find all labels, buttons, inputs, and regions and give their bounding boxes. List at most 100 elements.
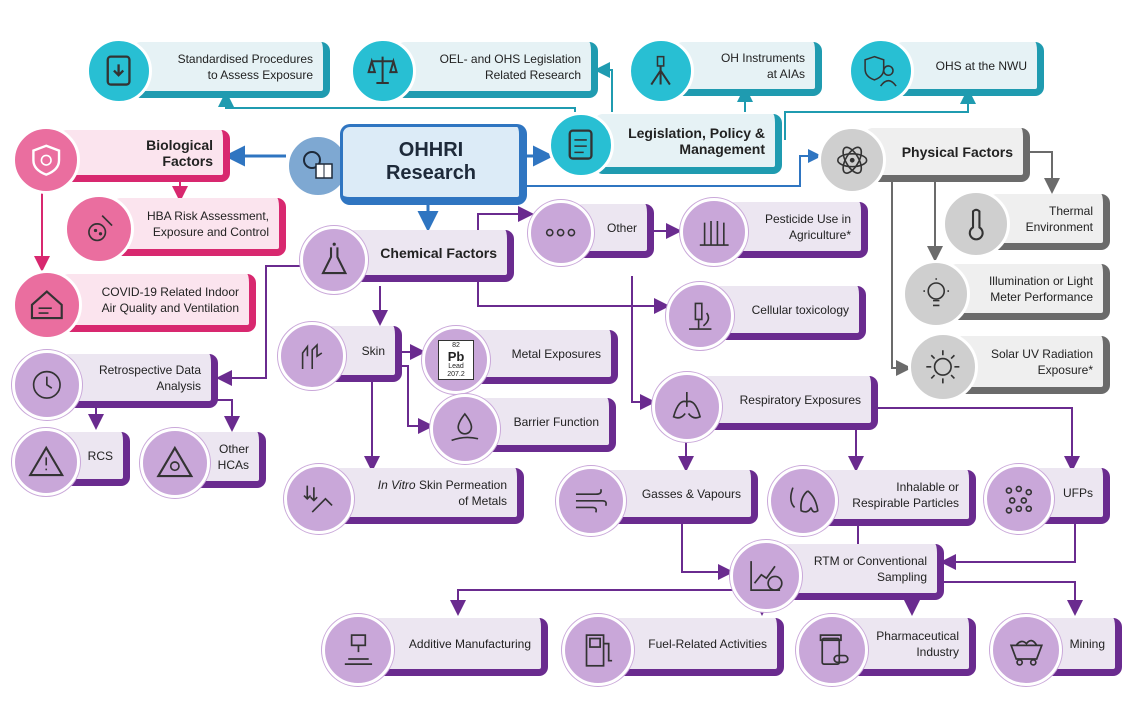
lungs-icon bbox=[652, 372, 722, 442]
medicine-icon bbox=[796, 614, 868, 686]
pb-name: Lead bbox=[448, 362, 464, 370]
node-fuel-activities[interactable]: Fuel-Related Activities bbox=[562, 614, 784, 686]
scales-icon bbox=[350, 38, 416, 104]
node-cellular-toxicology[interactable]: Cellular toxicology bbox=[666, 282, 866, 350]
clock-history-icon bbox=[12, 350, 82, 420]
node-respiratory[interactable]: Respiratory Exposures bbox=[652, 372, 878, 442]
node-label: Illumination or Light Meter Performance bbox=[988, 273, 1093, 304]
node-physical-factors[interactable]: Physical Factors bbox=[818, 126, 1030, 194]
warning-icon bbox=[12, 428, 80, 496]
checklist-icon bbox=[548, 112, 614, 178]
node-label: Pesticide Use in Agriculture* bbox=[764, 211, 851, 242]
pb-number: 82 bbox=[452, 341, 460, 349]
center-title-line2: Research bbox=[385, 162, 477, 184]
node-label: OEL- and OHS Legislation Related Researc… bbox=[439, 51, 581, 82]
node-label: Metal Exposures bbox=[511, 346, 601, 361]
node-inhalable[interactable]: Inhalable or Respirable Particles bbox=[768, 466, 976, 536]
node-other[interactable]: Other bbox=[528, 200, 654, 266]
node-label: Additive Manufacturing bbox=[408, 636, 531, 651]
sun-icon bbox=[908, 332, 978, 402]
node-label: HBA Risk Assessment, Exposure and Contro… bbox=[146, 208, 269, 239]
node-label: Other bbox=[606, 220, 637, 235]
pb-mass: 207.2 bbox=[447, 370, 465, 378]
node-standardised-procedures[interactable]: Standardised Procedures to Assess Exposu… bbox=[86, 38, 330, 104]
chart-timer-icon bbox=[730, 540, 802, 612]
node-chemical-factors[interactable]: Chemical Factors bbox=[300, 226, 514, 294]
node-label: Inhalable or Respirable Particles bbox=[852, 479, 959, 510]
wheat-icon bbox=[680, 198, 748, 266]
node-label: RCS bbox=[87, 448, 113, 463]
node-label: Pharmaceutical Industry bbox=[876, 628, 959, 659]
node-mining[interactable]: Mining bbox=[990, 614, 1122, 686]
biohazard-icon bbox=[140, 428, 210, 498]
nose-lungs-icon bbox=[768, 466, 838, 536]
flask-icon bbox=[300, 226, 368, 294]
node-additive-manufacturing[interactable]: Additive Manufacturing bbox=[322, 614, 548, 686]
node-barrier-function[interactable]: Barrier Function bbox=[430, 394, 616, 464]
node-rcs[interactable]: RCS bbox=[12, 428, 130, 496]
node-ohs-nwu[interactable]: OHS at the NWU bbox=[848, 38, 1044, 104]
node-label: Legislation, Policy & Management bbox=[628, 124, 765, 157]
node-legislation-policy[interactable]: Legislation, Policy & Management bbox=[548, 112, 782, 178]
ohhri-research-center[interactable]: OHHRI Research bbox=[340, 124, 527, 205]
node-ufps[interactable]: UFPs bbox=[984, 464, 1110, 534]
node-label: Mining bbox=[1069, 636, 1105, 651]
node-label: Fuel-Related Activities bbox=[648, 636, 767, 651]
node-label: Physical Factors bbox=[901, 143, 1013, 160]
node-pesticide[interactable]: Pesticide Use in Agriculture* bbox=[680, 198, 868, 266]
node-other-hcas[interactable]: Other HCAs bbox=[140, 428, 266, 498]
node-label: RTM or Conventional Sampling bbox=[813, 553, 927, 584]
pb-symbol: Pb bbox=[447, 348, 465, 364]
node-label: Biological Factors bbox=[146, 136, 213, 169]
node-oh-instruments[interactable]: OH Instruments at AIAs bbox=[628, 38, 822, 104]
lightbulb-icon bbox=[902, 260, 970, 328]
node-skin[interactable]: Skin bbox=[278, 322, 402, 390]
lead-element-icon: 82 Pb Lead 207.2 bbox=[422, 326, 490, 394]
node-label: Cellular toxicology bbox=[751, 302, 849, 317]
hands-petri-icon bbox=[64, 194, 134, 264]
node-label: Gasses & Vapours bbox=[641, 486, 741, 501]
node-gasses-vapours[interactable]: Gasses & Vapours bbox=[556, 466, 758, 536]
tripod-instrument-icon bbox=[628, 38, 694, 104]
node-metal-exposures[interactable]: Metal Exposures 82 Pb Lead 207.2 bbox=[422, 326, 618, 394]
node-hba-risk[interactable]: HBA Risk Assessment, Exposure and Contro… bbox=[64, 194, 286, 264]
node-label: Other HCAs bbox=[217, 441, 249, 472]
virus-shield-icon bbox=[12, 126, 80, 194]
in-vitro-rest: Skin Permeation of Metals bbox=[418, 477, 507, 508]
thermometer-icon bbox=[942, 190, 1010, 258]
node-label: Chemical Factors bbox=[380, 244, 497, 261]
node-label: In Vitro Skin Permeation of Metals bbox=[378, 477, 507, 509]
node-in-vitro[interactable]: In Vitro Skin Permeation of Metals bbox=[284, 464, 524, 534]
node-label: OH Instruments at AIAs bbox=[720, 50, 805, 81]
node-label: Retrospective Data Analysis bbox=[98, 362, 201, 393]
in-vitro-italic: In Vitro bbox=[377, 477, 416, 492]
hands-icon bbox=[278, 322, 346, 390]
node-thermal[interactable]: Thermal Environment bbox=[942, 190, 1110, 258]
node-label: OHS at the NWU bbox=[935, 58, 1027, 73]
node-rtm-sampling[interactable]: RTM or Conventional Sampling bbox=[730, 540, 944, 612]
node-label: Respiratory Exposures bbox=[739, 392, 861, 407]
fuel-pump-icon bbox=[562, 614, 634, 686]
node-label: Standardised Procedures to Assess Exposu… bbox=[177, 51, 313, 82]
node-oel-legislation[interactable]: OEL- and OHS Legislation Related Researc… bbox=[350, 38, 598, 104]
node-retrospective[interactable]: Retrospective Data Analysis bbox=[12, 350, 218, 420]
clipboard-download-icon bbox=[86, 38, 152, 104]
node-illumination[interactable]: Illumination or Light Meter Performance bbox=[902, 260, 1110, 328]
node-biological-factors[interactable]: Biological Factors bbox=[12, 126, 230, 194]
node-covid-iaq[interactable]: COVID-19 Related Indoor Air Quality and … bbox=[12, 270, 256, 340]
node-pharmaceutical[interactable]: Pharmaceutical Industry bbox=[796, 614, 976, 686]
atom-icon bbox=[818, 126, 886, 194]
wind-icon bbox=[556, 466, 626, 536]
hand-arrows-icon bbox=[284, 464, 354, 534]
ellipsis-icon bbox=[528, 200, 594, 266]
hand-drop-icon bbox=[430, 394, 500, 464]
shield-worker-icon bbox=[848, 38, 914, 104]
node-label: COVID-19 Related Indoor Air Quality and … bbox=[101, 284, 239, 315]
node-solar-uv[interactable]: Solar UV Radiation Exposure* bbox=[908, 332, 1110, 402]
node-label: Skin bbox=[361, 343, 385, 358]
mine-cart-icon bbox=[990, 614, 1062, 686]
node-label: Thermal Environment bbox=[1025, 203, 1093, 234]
3d-printer-icon bbox=[322, 614, 394, 686]
